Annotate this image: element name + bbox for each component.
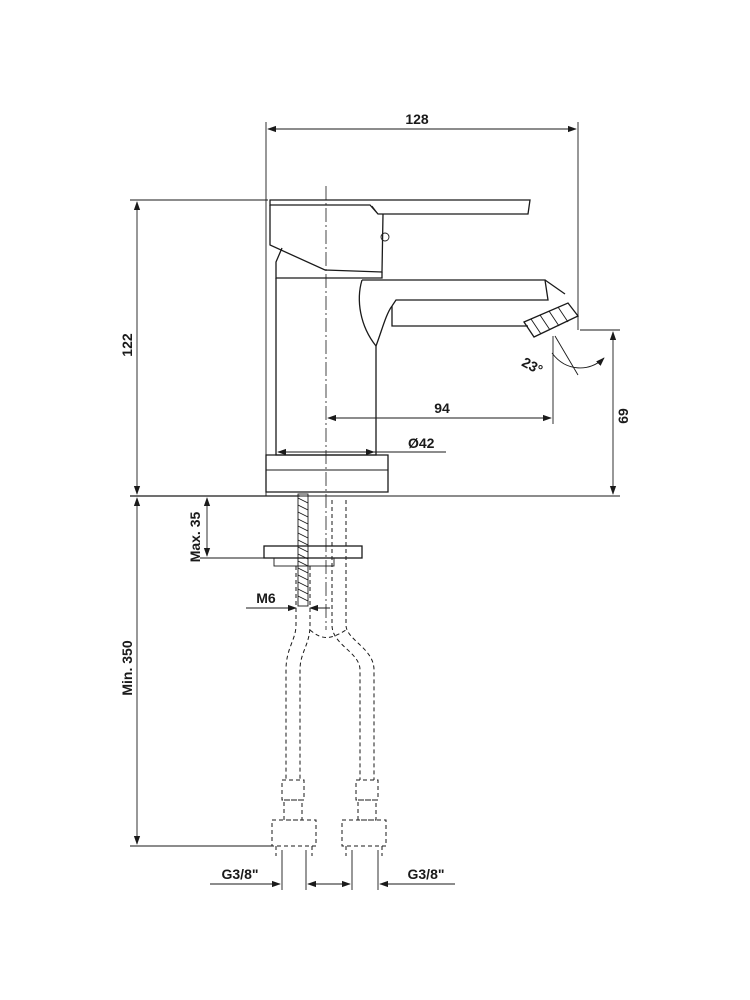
dimension-spout-reach: 94 [327, 336, 554, 424]
mounting-stud [297, 493, 309, 607]
label-overall-height: 122 [119, 333, 135, 357]
label-hose-length: Min. 350 [119, 640, 135, 695]
flexible-hoses [271, 500, 387, 856]
label-connection-left: G3/8" [222, 866, 259, 882]
label-max-thickness: Max. 35 [187, 511, 203, 562]
label-overall-width: 128 [405, 111, 429, 127]
dimension-stud-thread: M6 [246, 590, 330, 612]
dimension-hose-length: Min. 350 [119, 497, 272, 847]
dimension-spout-angle: 23° [519, 335, 605, 378]
label-spout-reach: 94 [434, 400, 450, 416]
label-spout-height: 69 [615, 408, 631, 424]
dimension-spout-height: 69 [300, 329, 631, 497]
label-connection-right: G3/8" [408, 866, 445, 882]
label-stud-thread: M6 [256, 590, 276, 606]
label-body-diameter: Ø42 [408, 435, 435, 451]
dimension-overall-height: 122 [119, 199, 268, 495]
dimension-max-thickness: Max. 35 [187, 497, 264, 562]
dimension-connections: G3/8" G3/8" [210, 850, 455, 890]
label-spout-angle: 23° [519, 354, 545, 378]
dimension-body-diameter: Ø42 [277, 435, 446, 456]
dimension-overall-width: 128 [265, 111, 579, 496]
fixing-plate [263, 545, 363, 567]
